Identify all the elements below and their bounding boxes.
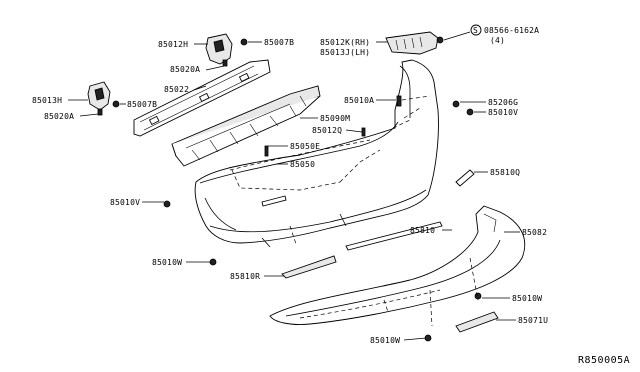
label-85007b-left: 85007B: [127, 100, 157, 109]
label-85012q: 85012Q: [312, 126, 342, 135]
label-85010v-right: 85010V: [488, 108, 518, 117]
label-85810r: 85810R: [230, 272, 260, 281]
s-symbol-letter: S: [473, 26, 478, 35]
circled-s-symbol: S: [470, 24, 482, 36]
label-85010a: 85010A: [344, 96, 374, 105]
label-85020a-top: 85020A: [170, 65, 200, 74]
energy-absorber: [171, 85, 321, 167]
part-labels: 85012H 85007B 85020A 85022 85013H 85007B…: [32, 26, 548, 345]
reinforcement-bar: [133, 59, 271, 137]
label-85007b-top: 85007B: [264, 38, 294, 47]
molding-85810r: [281, 255, 337, 279]
label-85012h: 85012H: [158, 40, 188, 49]
label-85010w-bottom: 85010W: [370, 336, 400, 345]
label-85206g: 85206G: [488, 98, 518, 107]
bracket-85013h: [87, 81, 120, 116]
label-85810: 85810: [410, 226, 435, 235]
label-85071u: 85071U: [518, 316, 548, 325]
label-85810q: 85810Q: [490, 168, 520, 177]
label-85022: 85022: [164, 85, 189, 94]
label-85012k: 85012K(RH): [320, 38, 370, 47]
fasteners: [163, 95, 482, 342]
reference-code: R850005A: [578, 355, 630, 366]
label-08566-qty: (4): [490, 36, 505, 45]
bracket-85012k: [385, 31, 444, 55]
bracket-85012h: [205, 33, 248, 67]
label-85013h: 85013H: [32, 96, 62, 105]
molding-85810: [345, 221, 443, 251]
label-08566: 08566-6162A: [484, 26, 539, 35]
label-85090m: 85090M: [320, 114, 350, 123]
molding-85810q: [455, 169, 475, 187]
label-85020a-left: 85020A: [44, 112, 74, 121]
lower-cover-85082: [269, 205, 526, 327]
label-85050e: 85050E: [290, 142, 320, 151]
bumper-fascia: [194, 59, 439, 248]
label-85013j: 85013J(LH): [320, 48, 370, 57]
leader-lines: [68, 31, 520, 341]
plate-85071u: [455, 311, 499, 333]
label-85050: 85050: [290, 160, 315, 169]
label-85010w-left: 85010W: [152, 258, 182, 267]
label-85010w-right: 85010W: [512, 294, 542, 303]
label-85082: 85082: [522, 228, 547, 237]
label-85010v-left: 85010V: [110, 198, 140, 207]
